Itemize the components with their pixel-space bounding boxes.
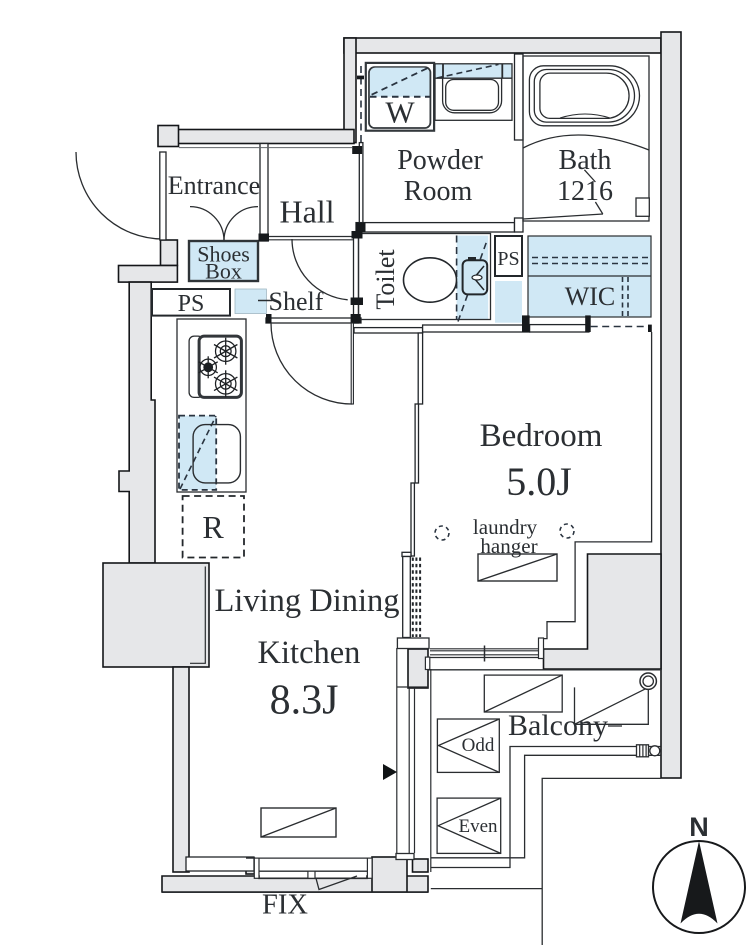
svg-text:Powder: Powder <box>397 145 483 176</box>
svg-text:N: N <box>689 812 709 842</box>
svg-text:Shelf: Shelf <box>269 287 324 316</box>
svg-text:PS: PS <box>497 248 519 270</box>
svg-text:Even: Even <box>458 816 498 837</box>
svg-text:Toilet: Toilet <box>371 249 400 310</box>
svg-text:Room: Room <box>404 176 473 207</box>
svg-text:Entrance: Entrance <box>168 171 260 200</box>
svg-text:Shoes: Shoes <box>197 242 250 267</box>
svg-text:Hall: Hall <box>279 194 334 230</box>
svg-text:W: W <box>385 95 415 130</box>
svg-text:8.3J: 8.3J <box>270 678 339 724</box>
svg-text:Living Dining: Living Dining <box>214 583 399 619</box>
svg-text:FIX: FIX <box>262 890 308 921</box>
svg-text:R: R <box>202 509 224 545</box>
svg-text:Box: Box <box>205 259 242 284</box>
svg-text:Odd: Odd <box>462 735 495 756</box>
svg-text:1216: 1216 <box>557 176 613 207</box>
svg-text:laundry: laundry <box>473 515 538 539</box>
svg-text:Kitchen: Kitchen <box>258 635 361 671</box>
svg-text:Bedroom: Bedroom <box>480 418 603 454</box>
svg-text:PS: PS <box>178 291 205 317</box>
svg-text:5.0J: 5.0J <box>506 459 572 504</box>
svg-text:WIC: WIC <box>565 282 616 311</box>
svg-text:Balcony: Balcony <box>508 709 608 742</box>
svg-text:hanger: hanger <box>480 534 537 558</box>
svg-text:Bath: Bath <box>559 145 612 176</box>
